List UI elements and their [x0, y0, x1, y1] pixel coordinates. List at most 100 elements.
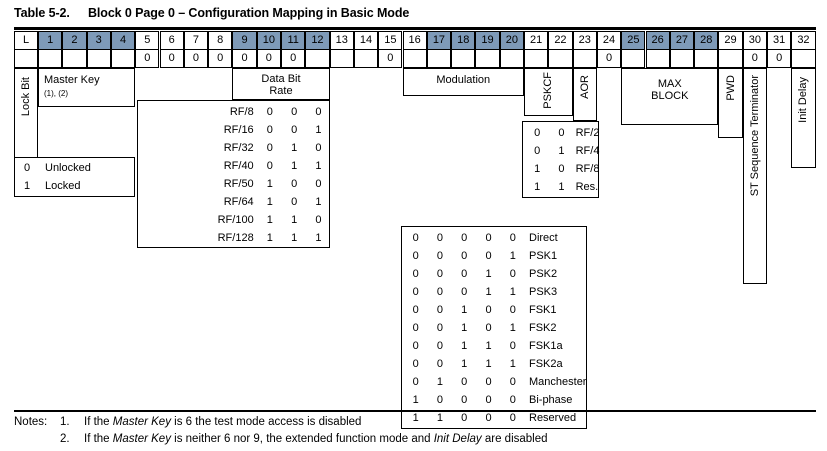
data-bit-rate-bit: 0 — [315, 178, 322, 190]
header-cell-bit-4: 4 — [110, 31, 136, 50]
header-cell-bit-15: 15 — [378, 31, 403, 50]
modulation-bit: 1 — [509, 358, 516, 370]
modulation-bit: 0 — [436, 340, 443, 352]
lock-bit-value-bit: 1 — [23, 180, 31, 192]
bit-cell-15: 0 — [378, 49, 403, 68]
data-bit-rate-bit: 1 — [315, 124, 322, 136]
modulation-bit: 0 — [436, 394, 443, 406]
modulation-bit: 0 — [461, 232, 468, 244]
modulation-name: Bi-phase — [529, 394, 573, 406]
modulation-bit: 0 — [485, 250, 492, 262]
header-cell-bit-11: 11 — [281, 31, 306, 50]
modulation-bit: 1 — [461, 304, 468, 316]
modulation-bit: 0 — [436, 250, 443, 262]
modulation-bit: 0 — [509, 268, 516, 280]
modulation-bit: 0 — [461, 286, 468, 298]
header-cell-bit-9: 9 — [232, 31, 257, 50]
bit-cell-20 — [499, 49, 524, 68]
field-st-sequence-terminator: ST Sequence Terminator — [742, 68, 767, 284]
pskcf-bit: 0 — [534, 145, 541, 157]
header-cell-bit-10: 10 — [256, 31, 281, 50]
modulation-name: PSK1 — [529, 250, 558, 262]
header-cell-bit-5: 5 — [135, 31, 160, 50]
modulation-name: PSK3 — [529, 286, 558, 298]
bit-cell-31: 0 — [767, 49, 792, 68]
modulation-bit: 0 — [436, 358, 443, 370]
header-cell-bit-26: 26 — [645, 31, 670, 50]
modulation-bit: 0 — [436, 232, 443, 244]
header-cell-bit-21: 21 — [524, 31, 549, 50]
notes-divider-rule — [14, 410, 816, 412]
field-init-delay: Init Delay — [791, 68, 816, 168]
modulation-bit: 1 — [485, 340, 492, 352]
modulation-bit: 0 — [485, 322, 492, 334]
modulation-name: Reserved — [529, 412, 577, 424]
header-cell-bit-14: 14 — [353, 31, 379, 50]
header-cell-bit-13: 13 — [329, 31, 354, 50]
header-cell-bit-12: 12 — [305, 31, 330, 50]
modulation-bit: 0 — [509, 304, 516, 316]
table-number: Table 5-2. — [14, 6, 70, 20]
bit-cell-24: 0 — [596, 49, 622, 68]
modulation-bit: 0 — [412, 250, 419, 262]
bit-cell-3 — [86, 49, 111, 68]
header-cell-bit-20: 20 — [499, 31, 524, 50]
bit-cell-5: 0 — [135, 49, 160, 68]
note-index: 2. — [60, 433, 70, 445]
bit-cell-27 — [669, 49, 695, 68]
modulation-name: FSK2a — [529, 358, 563, 370]
modulation-bit: 1 — [509, 250, 516, 262]
data-bit-rate-name: RF/128 — [217, 232, 254, 244]
header-cell-bit-29: 29 — [718, 31, 743, 50]
header-cell-bit-32: 32 — [791, 31, 816, 50]
bit-cell-4 — [110, 49, 136, 68]
modulation-name: Manchester — [529, 376, 587, 388]
data-bit-rate-name: RF/64 — [223, 196, 254, 208]
pskcf-bit: 1 — [558, 145, 565, 157]
data-bit-rate-bit: 0 — [291, 178, 298, 190]
modulation-bit: 0 — [485, 394, 492, 406]
bit-cell-7: 0 — [183, 49, 209, 68]
header-cell-lock: L — [14, 31, 38, 50]
notes-label: Notes: — [14, 416, 48, 428]
pskcf-name: RF/2 — [575, 127, 600, 139]
bit-cell-26 — [645, 49, 670, 68]
header-cell-bit-30: 30 — [742, 31, 767, 50]
data-bit-rate-bit: 1 — [266, 214, 273, 226]
field-pskcf-label: PSKCF — [542, 72, 555, 109]
modulation-bit: 0 — [509, 376, 516, 388]
modulation-bit: 0 — [412, 232, 419, 244]
modulation-name: PSK2 — [529, 268, 558, 280]
modulation-bit: 1 — [509, 286, 516, 298]
data-bit-rate-bit: 0 — [291, 106, 298, 118]
header-cell-bit-28: 28 — [694, 31, 719, 50]
pskcf-bit: 1 — [534, 163, 541, 175]
bit-cell-11: 0 — [281, 49, 306, 68]
bit-cell-17 — [426, 49, 452, 68]
field-aor: AOR — [572, 68, 597, 121]
bit-cell-12 — [305, 49, 330, 68]
bit-cell-25 — [621, 49, 646, 68]
data-bit-rate-bit: 0 — [315, 214, 322, 226]
pskcf-name: RF/4 — [575, 145, 600, 157]
modulation-bit: 0 — [436, 286, 443, 298]
field-master-key-label: Master Key — [44, 74, 100, 86]
note-index: 1. — [60, 416, 70, 428]
bit-cell-9: 0 — [232, 49, 257, 68]
modulation-bit: 0 — [412, 340, 419, 352]
field-pwd-label: PWD — [724, 75, 737, 101]
modulation-name: FSK1 — [529, 304, 557, 316]
bit-cell-19 — [475, 49, 500, 68]
modulation-bit: 0 — [436, 268, 443, 280]
bit-cell-28 — [694, 49, 719, 68]
data-bit-rate-bit: 0 — [266, 124, 273, 136]
header-cell-bit-17: 17 — [426, 31, 452, 50]
title-divider-rule — [14, 27, 816, 30]
modulation-bit: 0 — [412, 358, 419, 370]
